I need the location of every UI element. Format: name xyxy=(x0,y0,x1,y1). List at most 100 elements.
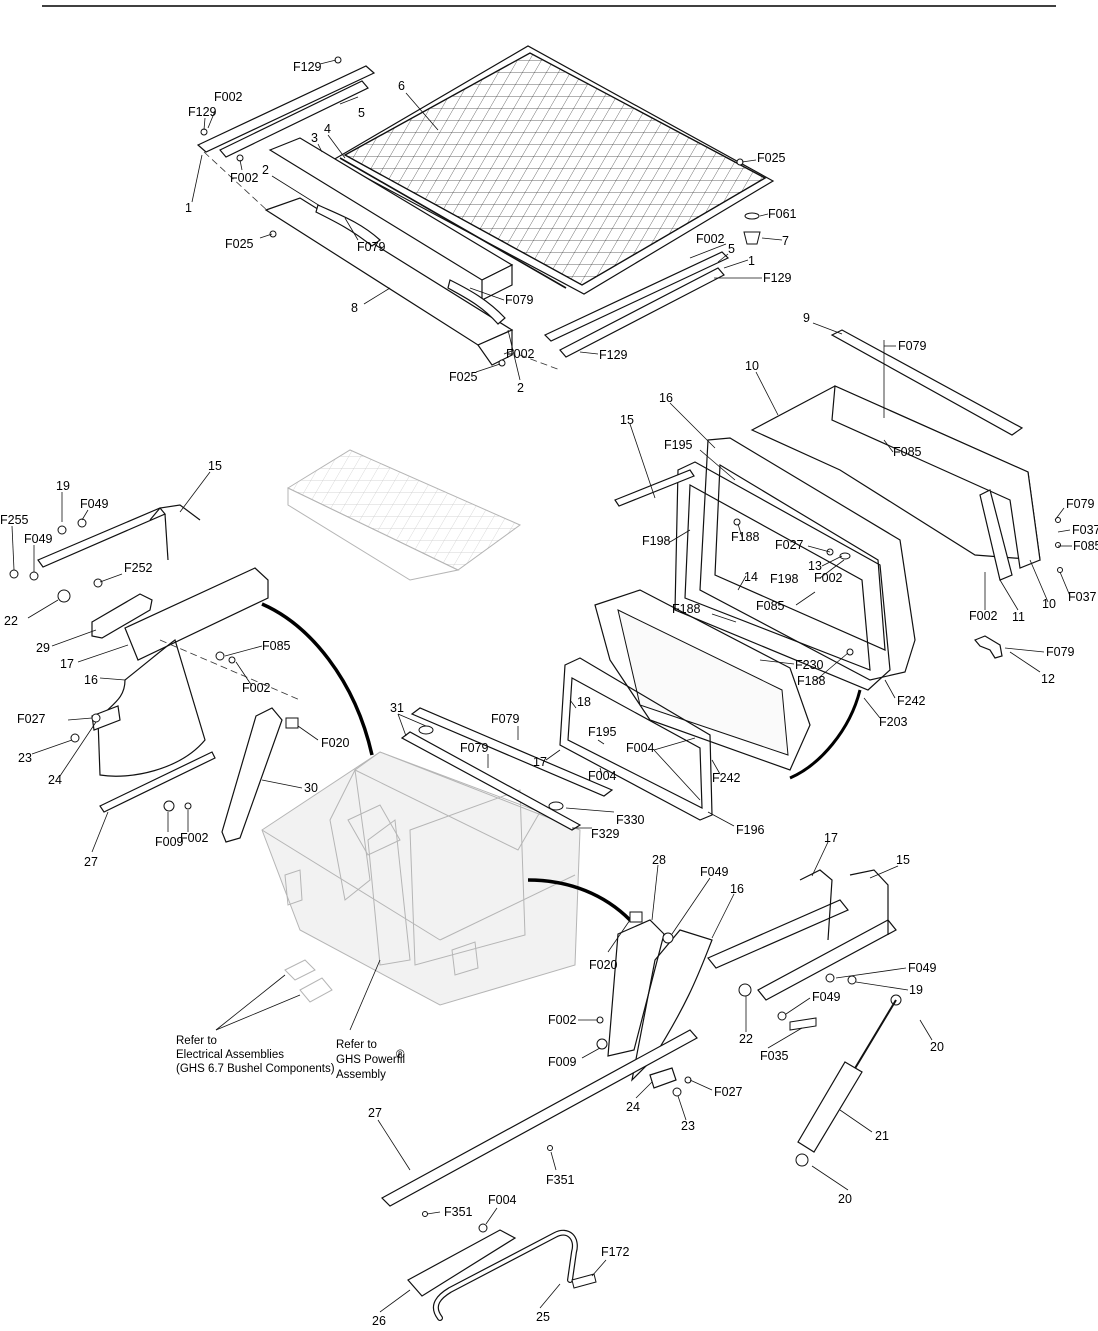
washer-f061 xyxy=(744,212,760,220)
frame-16-inner xyxy=(714,463,886,651)
callout-2: 2 xyxy=(517,381,524,395)
note-powerfil-line-1: Refer to xyxy=(336,1039,377,1051)
callout-13: 13 xyxy=(808,559,822,573)
bolt-f035 xyxy=(789,1017,817,1031)
channel-top-left xyxy=(196,65,376,153)
callout-15: 15 xyxy=(896,853,910,867)
washer-f009-left xyxy=(163,800,175,812)
arc-arrow-left xyxy=(261,602,374,756)
bar-15-right xyxy=(757,919,897,1001)
callout-21: 21 xyxy=(875,1129,889,1143)
window-frame-14 xyxy=(594,589,811,771)
callout-3: 3 xyxy=(311,131,318,145)
callout-f172: F172 xyxy=(601,1245,630,1259)
bar-17-right xyxy=(707,899,849,969)
callout-19: 19 xyxy=(909,983,923,997)
screen-panel xyxy=(343,52,767,286)
callout-f004: F004 xyxy=(488,1193,517,1207)
strap-31-lower xyxy=(400,731,582,831)
frame-16 xyxy=(699,437,916,681)
roof-side-10 xyxy=(831,385,1041,569)
callout-f129: F129 xyxy=(763,271,792,285)
washer-f330 xyxy=(548,801,564,811)
handle-12 xyxy=(974,635,1003,659)
frame-15-inner xyxy=(684,484,871,671)
callout-f049: F049 xyxy=(812,990,841,1004)
note-electrical: Refer to Electrical Assemblies (GHS 6.7 … xyxy=(176,1035,335,1075)
note-powerfil-line-3: Assembly xyxy=(336,1069,386,1081)
ghost-machine xyxy=(261,449,581,1006)
callout-f002: F002 xyxy=(506,347,535,361)
callout-7: 7 xyxy=(782,234,789,248)
callout-f242: F242 xyxy=(712,771,741,785)
leader-lines xyxy=(11,59,1072,1313)
callout-6: 6 xyxy=(398,79,405,93)
callout-f079: F079 xyxy=(491,712,520,726)
callout-24: 24 xyxy=(48,773,62,787)
callout-f195: F195 xyxy=(588,725,617,739)
callout-22: 22 xyxy=(739,1032,753,1046)
callout-f025: F025 xyxy=(757,151,786,165)
callout-f049: F049 xyxy=(700,865,729,879)
note-electrical-line-2: Electrical Assemblies xyxy=(176,1049,284,1061)
hw-f188 xyxy=(733,518,741,526)
bracket-29 xyxy=(91,593,153,639)
callout-f009: F009 xyxy=(155,835,184,849)
hw-f255 xyxy=(9,569,19,579)
callout-f049: F049 xyxy=(908,961,937,975)
callout-f198: F198 xyxy=(770,572,799,586)
callout-f188: F188 xyxy=(672,602,701,616)
strip-4 xyxy=(339,157,567,289)
callout-f027: F027 xyxy=(714,1085,743,1099)
callout-1: 1 xyxy=(748,254,755,268)
washer-f049-b xyxy=(29,571,39,581)
callout-f085: F085 xyxy=(893,445,922,459)
bracket-8-lip xyxy=(477,329,513,366)
callout-4: 4 xyxy=(324,122,331,136)
door-frame-18 xyxy=(559,657,713,821)
roof-assembly xyxy=(559,329,1063,821)
callout-f129: F129 xyxy=(599,348,628,362)
callout-f009: F009 xyxy=(548,1055,577,1069)
rail-27-right xyxy=(381,1029,698,1207)
spacer-f020-right xyxy=(629,911,643,923)
hw-f027-left xyxy=(91,713,101,723)
registered-mark: ® xyxy=(396,1049,405,1061)
bar-left-upper xyxy=(37,507,166,568)
callout-14: 14 xyxy=(744,570,758,584)
bushing-22-right xyxy=(738,983,752,997)
callout-f330: F330 xyxy=(616,813,645,827)
note-powerfil-line-2: GHS Powerfil xyxy=(336,1054,405,1066)
hinge-17 xyxy=(124,567,269,661)
callout-15: 15 xyxy=(620,413,634,427)
callout-f037: F037 xyxy=(1072,523,1098,537)
hw-f079-r xyxy=(1055,517,1061,523)
callout-f002: F002 xyxy=(180,831,209,845)
hw-f027-right xyxy=(684,1076,692,1084)
callout-8: 8 xyxy=(351,301,358,315)
panel-16-left xyxy=(97,639,206,777)
callout-f049: F049 xyxy=(24,532,53,546)
callout-f129: F129 xyxy=(293,60,322,74)
callout-22: 22 xyxy=(4,614,18,628)
hw-f025-c xyxy=(498,359,506,367)
callout-f004: F004 xyxy=(626,741,655,755)
tube-3-end xyxy=(481,264,513,301)
callout-20: 20 xyxy=(930,1040,944,1054)
callout-f079: F079 xyxy=(460,741,489,755)
callout-f079: F079 xyxy=(1046,645,1075,659)
left-assembly xyxy=(9,504,301,843)
pin-f351-b xyxy=(422,1211,428,1217)
callout-f061: F061 xyxy=(768,207,797,221)
hw-f188-b xyxy=(846,648,854,656)
washer-13 xyxy=(839,552,851,560)
callout-f049: F049 xyxy=(80,497,109,511)
callout-f196: F196 xyxy=(736,823,765,837)
callout-23: 23 xyxy=(681,1119,695,1133)
arc-arrow-mid xyxy=(527,878,632,922)
plate-24-right xyxy=(649,1067,677,1089)
callout-24: 24 xyxy=(626,1100,640,1114)
screen-assembly xyxy=(196,45,775,371)
callout-17: 17 xyxy=(533,755,547,769)
strut-body-21 xyxy=(797,1061,863,1153)
